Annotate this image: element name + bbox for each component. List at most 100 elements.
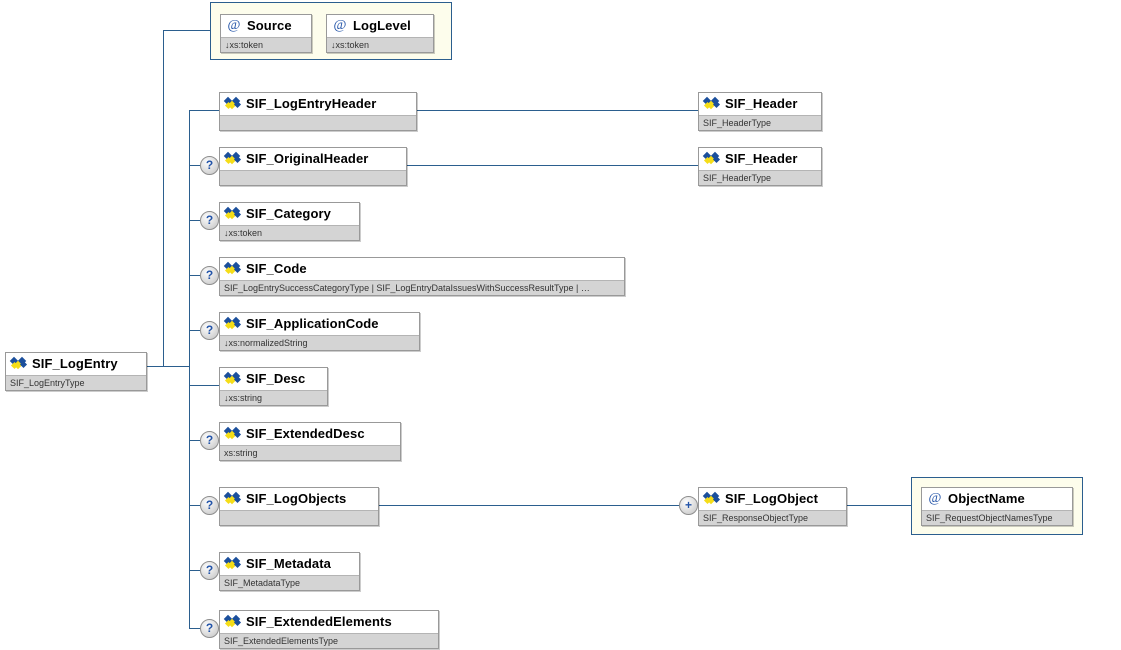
element-icon: [223, 491, 242, 506]
element-node-sif-metadata[interactable]: SIF_Metadata SIF_MetadataType: [219, 552, 360, 591]
optional-badge-sif-code[interactable]: ?: [200, 266, 219, 285]
element-icon: [702, 491, 721, 506]
element-node-sif-header-2[interactable]: SIF_Header SIF_HeaderType: [698, 147, 822, 186]
connector-stub-sif-extendedelements: [189, 628, 200, 629]
element-label-sif-applicationcode: SIF_ApplicationCode: [246, 316, 379, 331]
optional-badge-sif-extendeddesc[interactable]: ?: [200, 431, 219, 450]
connector-logobject-to-objectname: [847, 505, 911, 506]
connector-attr-to-group: [163, 30, 211, 31]
element-label-sif-metadata: SIF_Metadata: [246, 556, 332, 571]
element-icon: [702, 151, 721, 166]
element-title-sif-logobject: SIF_LogObject: [699, 488, 846, 510]
element-title-sif-metadata: SIF_Metadata: [220, 553, 359, 575]
element-type-sif-category: ↓xs:token: [220, 225, 359, 240]
element-title-sif-extendeddesc: SIF_ExtendedDesc: [220, 423, 400, 445]
element-label-sif-originalheader: SIF_OriginalHeader: [246, 151, 369, 166]
attribute-at-icon: @: [928, 491, 942, 506]
element-icon: [223, 316, 242, 331]
element-type-sif-header-2: SIF_HeaderType: [699, 170, 821, 185]
element-node-sif-logobjects[interactable]: SIF_LogObjects: [219, 487, 379, 526]
element-node-sif-logentry[interactable]: SIF_LogEntry SIF_LogEntryType: [5, 352, 147, 391]
element-title-sif-logentryheader: SIF_LogEntryHeader: [220, 93, 416, 115]
element-node-sif-header-1[interactable]: SIF_Header SIF_HeaderType: [698, 92, 822, 131]
element-type-sif-applicationcode: ↓xs:normalizedString: [220, 335, 419, 350]
element-label-sif-extendeddesc: SIF_ExtendedDesc: [246, 426, 365, 441]
connector-stub-sif-desc: [189, 385, 220, 386]
attribute-node-loglevel[interactable]: @ LogLevel ↓xs:token: [326, 14, 434, 53]
element-title-sif-desc: SIF_Desc: [220, 368, 327, 390]
element-type-sif-code: SIF_LogEntrySuccessCategoryType | SIF_Lo…: [220, 280, 624, 295]
element-type-sif-extendedelements: SIF_ExtendedElementsType: [220, 633, 438, 648]
connector-stub-sif-metadata: [189, 570, 200, 571]
connector-originalheader-to-header: [407, 165, 698, 166]
element-title-sif-logobjects: SIF_LogObjects: [220, 488, 378, 510]
element-icon: [702, 96, 721, 111]
element-label-sif-logobject: SIF_LogObject: [725, 491, 819, 506]
attribute-type-objectname: SIF_RequestObjectNamesType: [922, 510, 1072, 525]
element-title-sif-logentry: SIF_LogEntry: [6, 353, 146, 375]
element-node-sif-code[interactable]: SIF_Code SIF_LogEntrySuccessCategoryType…: [219, 257, 625, 296]
element-label-sif-header-2: SIF_Header: [725, 151, 798, 166]
attribute-title-objectname: @ ObjectName: [922, 488, 1072, 510]
element-label-sif-header-1: SIF_Header: [725, 96, 798, 111]
attribute-label-loglevel: LogLevel: [353, 18, 411, 33]
element-icon: [223, 206, 242, 221]
attribute-node-source[interactable]: @ Source ↓xs:token: [220, 14, 312, 53]
optional-badge-sif-logobjects[interactable]: ?: [200, 496, 219, 515]
element-label-sif-logobjects: SIF_LogObjects: [246, 491, 347, 506]
element-icon: [223, 614, 242, 629]
element-type-sif-desc: ↓xs:string: [220, 390, 327, 405]
element-title-sif-extendedelements: SIF_ExtendedElements: [220, 611, 438, 633]
optional-badge-sif-category[interactable]: ?: [200, 211, 219, 230]
element-icon: [223, 151, 242, 166]
element-node-sif-extendeddesc[interactable]: SIF_ExtendedDesc xs:string: [219, 422, 401, 461]
element-label-sif-extendedelements: SIF_ExtendedElements: [246, 614, 392, 629]
element-node-sif-applicationcode[interactable]: SIF_ApplicationCode ↓xs:normalizedString: [219, 312, 420, 351]
connector-root-stub: [147, 366, 189, 367]
element-type-sif-logobject: SIF_ResponseObjectType: [699, 510, 846, 525]
element-node-sif-desc[interactable]: SIF_Desc ↓xs:string: [219, 367, 328, 406]
attribute-title-loglevel: @ LogLevel: [327, 15, 433, 37]
attribute-type-source: ↓xs:token: [221, 37, 311, 52]
connector-stub-sif-logobjects: [189, 505, 200, 506]
element-node-sif-extendedelements[interactable]: SIF_ExtendedElements SIF_ExtendedElement…: [219, 610, 439, 649]
connector-stub-sif-code: [189, 275, 200, 276]
element-node-sif-category[interactable]: SIF_Category ↓xs:token: [219, 202, 360, 241]
optional-badge-sif-metadata[interactable]: ?: [200, 561, 219, 580]
connector-element-trunk: [189, 110, 190, 628]
element-icon: [9, 356, 28, 371]
attribute-label-source: Source: [247, 18, 292, 33]
element-type-sif-logentry: SIF_LogEntryType: [6, 375, 146, 390]
element-icon: [223, 261, 242, 276]
element-type-sif-metadata: SIF_MetadataType: [220, 575, 359, 590]
optional-badge-sif-applicationcode[interactable]: ?: [200, 321, 219, 340]
element-type-sif-header-1: SIF_HeaderType: [699, 115, 821, 130]
connector-stub-sif-extendeddesc: [189, 440, 200, 441]
element-title-sif-applicationcode: SIF_ApplicationCode: [220, 313, 419, 335]
attribute-node-objectname[interactable]: @ ObjectName SIF_RequestObjectNamesType: [921, 487, 1073, 526]
element-title-sif-code: SIF_Code: [220, 258, 624, 280]
element-type-sif-originalheader: [220, 170, 406, 185]
element-title-sif-category: SIF_Category: [220, 203, 359, 225]
optional-badge-sif-originalheader[interactable]: ?: [200, 156, 219, 175]
element-label-sif-category: SIF_Category: [246, 206, 332, 221]
element-title-sif-header-2: SIF_Header: [699, 148, 821, 170]
element-label-sif-code: SIF_Code: [246, 261, 307, 276]
element-type-sif-logobjects: [220, 510, 378, 525]
attribute-title-source: @ Source: [221, 15, 311, 37]
optional-badge-sif-extendedelements[interactable]: ?: [200, 619, 219, 638]
element-icon: [223, 556, 242, 571]
element-label-sif-logentryheader: SIF_LogEntryHeader: [246, 96, 377, 111]
expand-badge-sif-logobject[interactable]: +: [679, 496, 698, 515]
element-type-sif-extendeddesc: xs:string: [220, 445, 400, 460]
connector-stub-sif-logentryheader: [189, 110, 220, 111]
connector-attr-trunk: [163, 30, 164, 367]
element-title-sif-header-1: SIF_Header: [699, 93, 821, 115]
element-node-sif-originalheader[interactable]: SIF_OriginalHeader: [219, 147, 407, 186]
connector-logentryheader-to-header: [417, 110, 698, 111]
attribute-type-loglevel: ↓xs:token: [327, 37, 433, 52]
attribute-at-icon: @: [227, 18, 241, 33]
element-node-sif-logobject[interactable]: SIF_LogObject SIF_ResponseObjectType: [698, 487, 847, 526]
element-node-sif-logentryheader[interactable]: SIF_LogEntryHeader: [219, 92, 417, 131]
element-title-sif-originalheader: SIF_OriginalHeader: [220, 148, 406, 170]
